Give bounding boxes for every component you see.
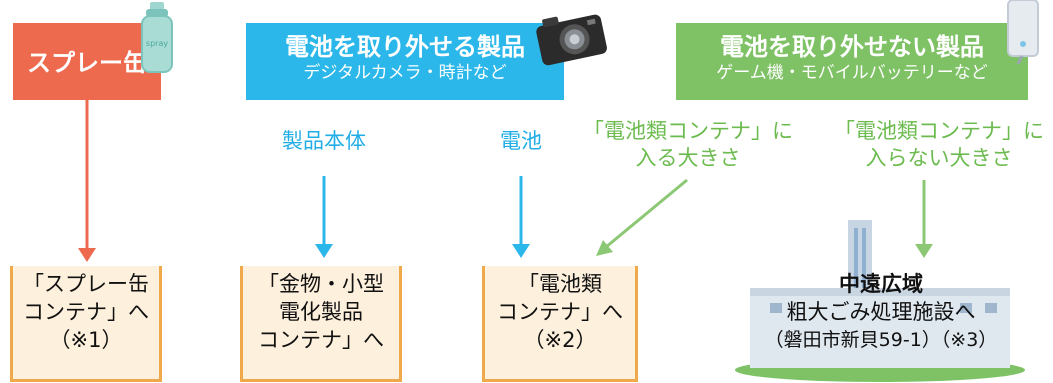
facility-building-icon	[735, 220, 1025, 382]
facility-dest-line2: 粗大ごみ処理施設へ	[786, 300, 976, 324]
battery-dest-line1: 「電池類	[518, 272, 602, 296]
spray-can-destination: 「スプレー缶 コンテナ」へ （※1）	[10, 270, 162, 354]
spray-dest-line2: コンテナ」へ	[23, 300, 149, 324]
fits-arrowhead	[596, 240, 613, 256]
facility-destination: 中遠広域 粗大ごみ処理施設へ （磐田市新貝59-1）（※3）	[722, 270, 1040, 354]
removable-header-subtitle: デジタルカメラ・時計など	[303, 63, 507, 83]
metal-dest-line3: コンテナ」へ	[258, 328, 384, 352]
spray-dest-line3: （※1）	[49, 328, 123, 352]
removable-battery-header: 電池を取り外せる製品 デジタルカメラ・時計など	[246, 23, 564, 100]
removable-header-title: 電池を取り外せる製品	[285, 33, 525, 61]
metal-dest-line2: 電化製品	[279, 300, 363, 324]
facility-dest-line1: 中遠広域	[839, 272, 923, 296]
non-removable-battery-header: 電池を取り外せない製品 ゲーム機・モバイルバッテリーなど	[676, 23, 1028, 100]
battery-bin-destination: 「電池類 コンテナ」へ （※2）	[482, 270, 638, 354]
not-fits-container-label: 「電池類コンテナ」に 入らない大きさ	[826, 118, 1052, 172]
spray-can-bin	[10, 266, 162, 382]
not-fits-label-line1: 「電池類コンテナ」に	[834, 119, 1044, 143]
camera-icon	[536, 14, 607, 66]
metal-appliance-bin	[240, 266, 402, 382]
non-removable-header-subtitle: ゲーム機・モバイルバッテリーなど	[716, 63, 988, 83]
not-fits-arrowhead	[915, 244, 933, 258]
spray-arrowhead	[78, 248, 96, 262]
battery-dest-line2: コンテナ」へ	[497, 300, 623, 324]
mobile-battery-icon	[1007, 0, 1039, 64]
fits-label-line2: 入る大きさ	[635, 146, 741, 170]
spray-can-icon: spray	[141, 2, 173, 73]
battery-dest-line3: （※2）	[523, 328, 597, 352]
fits-arrow	[605, 178, 688, 249]
svg-text:spray: spray	[146, 39, 168, 48]
product-body-arrowhead	[315, 244, 333, 258]
non-removable-header-title: 電池を取り外せない製品	[720, 33, 984, 61]
metal-dest-line1: 「金物・小型	[258, 272, 384, 296]
facility-dest-line3: （磐田市新貝59-1）（※3）	[764, 329, 998, 351]
spray-dest-line1: 「スプレー缶	[23, 272, 149, 296]
spray-can-header: スプレー缶	[13, 23, 161, 100]
fits-label-line1: 「電池類コンテナ」に	[583, 119, 793, 143]
fits-container-label: 「電池類コンテナ」に 入る大きさ	[578, 118, 798, 172]
not-fits-label-line2: 入らない大きさ	[865, 146, 1013, 170]
battery-bin	[482, 266, 638, 382]
spray-can-header-title: スプレー缶	[27, 49, 147, 77]
battery-arrowhead	[512, 244, 530, 258]
metal-appliance-destination: 「金物・小型 電化製品 コンテナ」へ	[240, 270, 402, 354]
battery-label: 電池	[500, 129, 542, 153]
product-body-label: 製品本体	[282, 129, 366, 153]
